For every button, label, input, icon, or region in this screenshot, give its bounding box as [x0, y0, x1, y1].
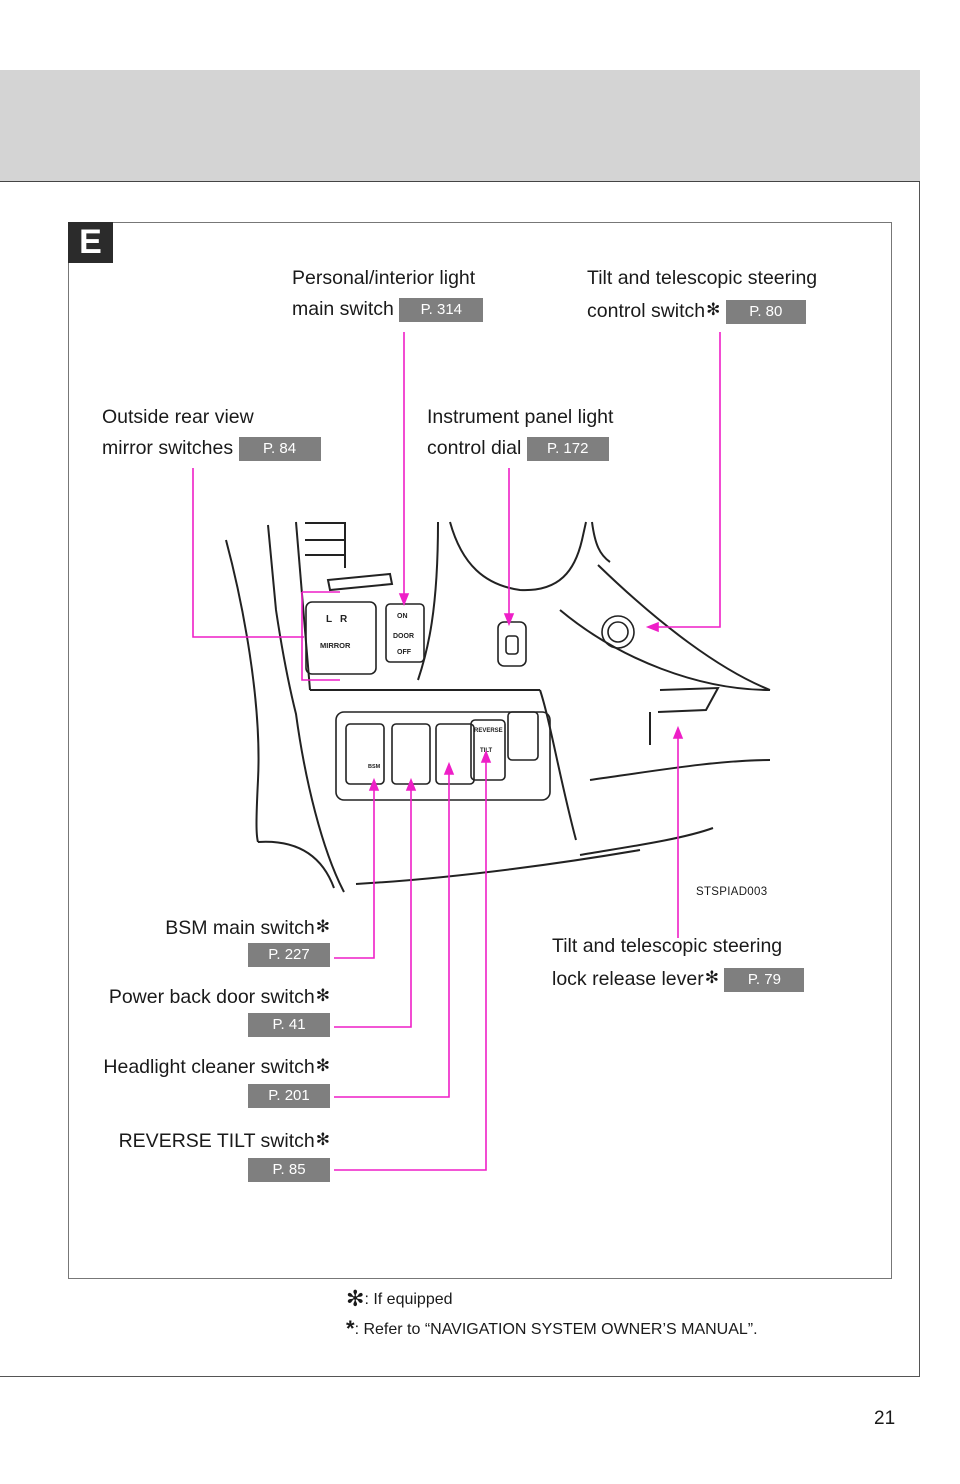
reverse-label: REVERSE	[474, 728, 503, 734]
asterisk-icon: ✻	[315, 986, 330, 1005]
panel-light-line2: control dial	[427, 437, 522, 459]
tilt-lever-line2-row: lock release lever✻ P. 79	[552, 962, 805, 995]
bsm-callout: BSM main switch✻	[100, 911, 330, 944]
leader-reverse-tilt	[334, 760, 487, 1171]
leader-power-door	[334, 788, 412, 1028]
power-door-label: Power back door switch	[108, 986, 315, 1008]
reverse-tilt-page-ref[interactable]: P. 85	[248, 1158, 330, 1182]
leader-headlight	[334, 772, 450, 1098]
mirror-bracket	[301, 592, 340, 681]
footnote-navigation: *: Refer to “NAVIGATION SYSTEM OWNER’S M…	[346, 1316, 758, 1342]
personal-light-line1: Personal/interior light	[292, 267, 476, 289]
power-door-page-ref[interactable]: P. 41	[248, 1013, 330, 1037]
personal-light-line2: main switch	[292, 298, 394, 320]
footnote-text: : Refer to “NAVIGATION SYSTEM OWNER’S MA…	[354, 1321, 758, 1338]
mirror-page-ref[interactable]: P. 84	[238, 436, 321, 461]
mirror-r-label: R	[340, 614, 348, 625]
bsm-label: BSM main switch	[165, 917, 315, 939]
section-badge: E	[68, 222, 113, 263]
panel-light-callout: Instrument panel light control dial P. 1…	[427, 402, 613, 464]
leader-tilt-switch	[656, 332, 721, 628]
door-label: DOOR	[393, 633, 414, 640]
asterisk-icon: ✻	[346, 1286, 365, 1311]
tilt-switch-line2-row: control switch✻ P. 80	[587, 294, 817, 327]
tilt-switch-line2: control switch	[587, 300, 706, 322]
tilt-switch-page-ref[interactable]: P. 80	[725, 299, 806, 324]
power-door-callout: Power back door switch✻	[60, 980, 330, 1013]
tilt-switch-callout: Tilt and telescopic steering control swi…	[587, 263, 817, 327]
mirror-line1: Outside rear view	[102, 406, 254, 428]
bsm-label: BSM	[368, 764, 381, 770]
image-code: STSPIAD003	[696, 886, 768, 898]
panel-light-line2-row: control dial P. 172	[427, 433, 613, 464]
dashboard-outline	[225, 521, 771, 893]
switch-labels: L R MIRROR ON DOOR OFF REVERSE TILT BSM	[320, 613, 503, 770]
frame-bottom-line	[0, 1376, 920, 1377]
mirror-callout: Outside rear view mirror switches P. 84	[102, 402, 321, 464]
star-icon: *	[346, 1316, 355, 1341]
footnote-if-equipped: ✻: If equipped	[346, 1286, 453, 1312]
asterisk-icon: ✻	[706, 300, 721, 319]
headlight-page-ref[interactable]: P. 201	[248, 1084, 330, 1108]
tilt-lever-callout: Tilt and telescopic steering lock releas…	[552, 931, 805, 995]
tilt-lever-line1: Tilt and telescopic steering	[552, 935, 783, 957]
mirror-label: MIRROR	[320, 641, 351, 650]
asterisk-icon: ✻	[315, 1056, 330, 1075]
leader-lines	[192, 332, 721, 1171]
reverse-tilt-label: REVERSE TILT switch	[118, 1130, 315, 1152]
leader-mirror	[192, 468, 304, 638]
leader-bsm	[334, 788, 375, 959]
tilt-lever-line2: lock release lever	[552, 968, 704, 990]
mirror-line2-row: mirror switches P. 84	[102, 433, 321, 464]
switch-panel	[305, 601, 635, 801]
mirror-line2: mirror switches	[102, 437, 234, 459]
mirror-l-label: L	[326, 614, 332, 625]
asterisk-icon: ✻	[315, 1130, 330, 1149]
tilt-lever-page-ref[interactable]: P. 79	[724, 967, 805, 992]
panel-light-line1: Instrument panel light	[427, 406, 614, 428]
personal-light-line2-row: main switch P. 314	[292, 294, 484, 325]
personal-light-callout: Personal/interior light main switch P. 3…	[292, 263, 484, 325]
headlight-label: Headlight cleaner switch	[103, 1056, 315, 1078]
off-label: OFF	[397, 649, 412, 656]
personal-light-page-ref[interactable]: P. 314	[399, 297, 484, 322]
header-band	[0, 70, 920, 182]
page-number: 21	[874, 1408, 896, 1429]
reverse-tilt-callout: REVERSE TILT switch✻	[60, 1124, 330, 1157]
frame-right-line	[919, 70, 920, 1377]
asterisk-icon: ✻	[704, 968, 719, 987]
tilt-switch-line1: Tilt and telescopic steering	[587, 267, 818, 289]
panel-light-page-ref[interactable]: P. 172	[526, 436, 609, 461]
illustration-box	[68, 222, 892, 1279]
bsm-page-ref[interactable]: P. 227	[248, 943, 330, 967]
footnote-text: : If equipped	[364, 1291, 453, 1308]
headlight-callout: Headlight cleaner switch✻	[60, 1050, 330, 1083]
asterisk-icon: ✻	[315, 917, 330, 936]
on-label: ON	[397, 613, 408, 620]
